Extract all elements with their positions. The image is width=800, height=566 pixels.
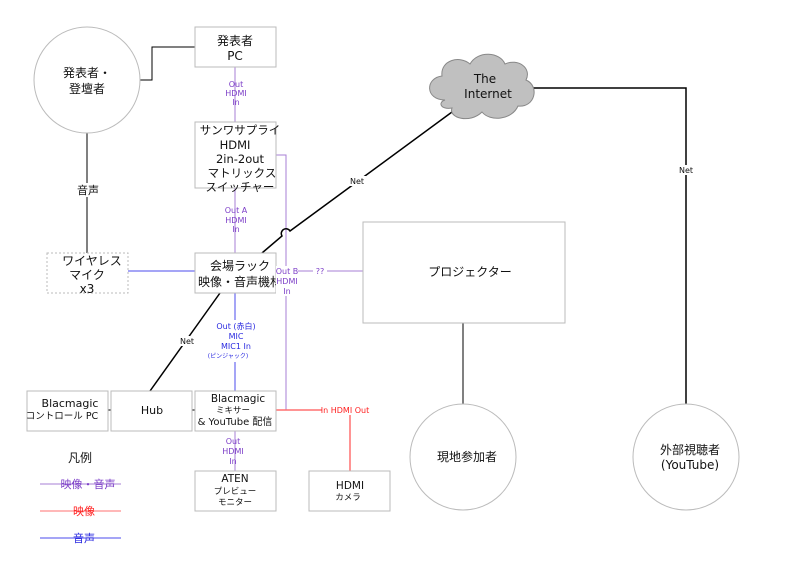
legend: 凡例 映像・音声 映像 音声 <box>40 451 121 545</box>
label-voice: 音声 <box>77 183 99 197</box>
node-external-audience: 外部視聴者 (YouTube) <box>632 403 740 511</box>
svg-text:Internet: Internet <box>464 87 512 101</box>
label-outa-hdmi: HDMI <box>225 216 246 225</box>
label-pc-out: Out <box>229 80 244 89</box>
edge-rack-internet <box>261 111 453 254</box>
edge-switcher-mixer <box>276 154 287 410</box>
svg-text:現地参加者: 現地参加者 <box>437 449 497 464</box>
node-presenter-pc: 発表者 PC <box>194 26 277 68</box>
node-presenter: 発表者・ 登壇者 <box>33 26 141 134</box>
edge-mixer-camera <box>276 409 351 471</box>
svg-text:外部視聴者: 外部視聴者 <box>660 442 720 457</box>
svg-text:Blacmagic: Blacmagic <box>42 397 99 410</box>
svg-text:プレビュー: プレビュー <box>214 487 257 497</box>
svg-text:スイッチャー: スイッチャー <box>206 180 275 194</box>
svg-text:コントロール PC: コントロール PC <box>26 411 99 422</box>
label-mixer-hdmi: HDMI <box>222 447 243 456</box>
edge-internet-external <box>530 87 687 404</box>
svg-text:ATEN: ATEN <box>221 473 248 485</box>
svg-text:Blacmagic: Blacmagic <box>211 393 266 405</box>
label-rack-out: Out (赤白) <box>216 321 255 331</box>
svg-text:マトリックス: マトリックス <box>208 166 277 180</box>
label-mixer-out: Out <box>226 437 241 446</box>
label-net-external: Net <box>679 166 693 175</box>
svg-text:(YouTube): (YouTube) <box>661 458 719 472</box>
node-mixer: Blacmagic ミキサー & YouTube 配信 <box>194 390 277 432</box>
label-net-hub: Net <box>180 337 194 346</box>
svg-text:映像・音声機材: 映像・音声機材 <box>198 274 282 289</box>
edge-presenter-pc <box>140 46 195 81</box>
node-aten: ATEN プレビュー モニター <box>194 470 277 512</box>
legend-av: 映像・音声 <box>61 477 116 491</box>
svg-text:HDMI: HDMI <box>220 138 251 152</box>
svg-text:ワイヤレス: ワイヤレス <box>62 254 122 268</box>
label-pinjack: (ピンジャック) <box>208 353 248 360</box>
label-mic1-in: MIC1 In <box>221 342 251 351</box>
svg-text:サンワサプライ: サンワサプライ <box>200 123 281 137</box>
label-aten-in: In <box>229 457 236 466</box>
svg-text:Hub: Hub <box>141 404 163 417</box>
legend-audio: 音声 <box>73 531 95 545</box>
label-outb-hdmi: HDMI <box>276 277 297 286</box>
label-outa-in: In <box>232 225 239 234</box>
node-hub: Hub <box>110 390 193 432</box>
svg-text:PC: PC <box>227 49 243 63</box>
svg-text:カメラ: カメラ <box>335 493 361 503</box>
svg-text:発表者・: 発表者・ <box>63 66 111 80</box>
svg-text:& YouTube 配信: & YouTube 配信 <box>198 416 273 428</box>
svg-text:マイク: マイク <box>69 268 105 282</box>
svg-text:x3: x3 <box>80 282 95 296</box>
svg-text:プロジェクター: プロジェクター <box>428 265 512 279</box>
svg-text:モニター: モニター <box>218 498 252 508</box>
label-net-internet: Net <box>350 177 364 186</box>
svg-text:会場ラック: 会場ラック <box>210 259 270 273</box>
label-outb: Out B <box>276 267 299 276</box>
label-unknown: ?? <box>316 267 325 276</box>
legend-title: 凡例 <box>68 451 92 465</box>
legend-video: 映像 <box>73 505 95 518</box>
svg-text:2in-2out: 2in-2out <box>216 152 265 166</box>
label-camera-hdmi: In HDMI Out <box>321 406 369 415</box>
svg-text:The: The <box>473 72 496 86</box>
node-wireless-mic: ワイヤレス マイク x3 <box>46 252 129 296</box>
label-pc-hdmi: HDMI <box>225 89 246 98</box>
svg-text:発表者: 発表者 <box>217 34 253 48</box>
node-rack: 会場ラック 映像・音声機材 <box>194 252 282 294</box>
svg-text:HDMI: HDMI <box>336 480 364 492</box>
node-local-audience: 現地参加者 <box>409 403 517 511</box>
node-internet: The Internet <box>429 53 535 120</box>
svg-text:ミキサー: ミキサー <box>216 406 250 416</box>
label-mic: MIC <box>229 332 244 341</box>
node-projector: プロジェクター <box>362 221 566 324</box>
node-switcher: サンワサプライ HDMI 2in-2out マトリックス スイッチャー <box>194 121 281 194</box>
label-outa: Out A <box>225 206 248 215</box>
label-outb-in: In <box>283 287 290 296</box>
node-control-pc: Blacmagic コントロール PC <box>26 390 109 432</box>
label-pc-in: In <box>232 98 239 107</box>
svg-text:登壇者: 登壇者 <box>69 81 105 96</box>
node-camera: HDMI カメラ <box>308 470 391 512</box>
